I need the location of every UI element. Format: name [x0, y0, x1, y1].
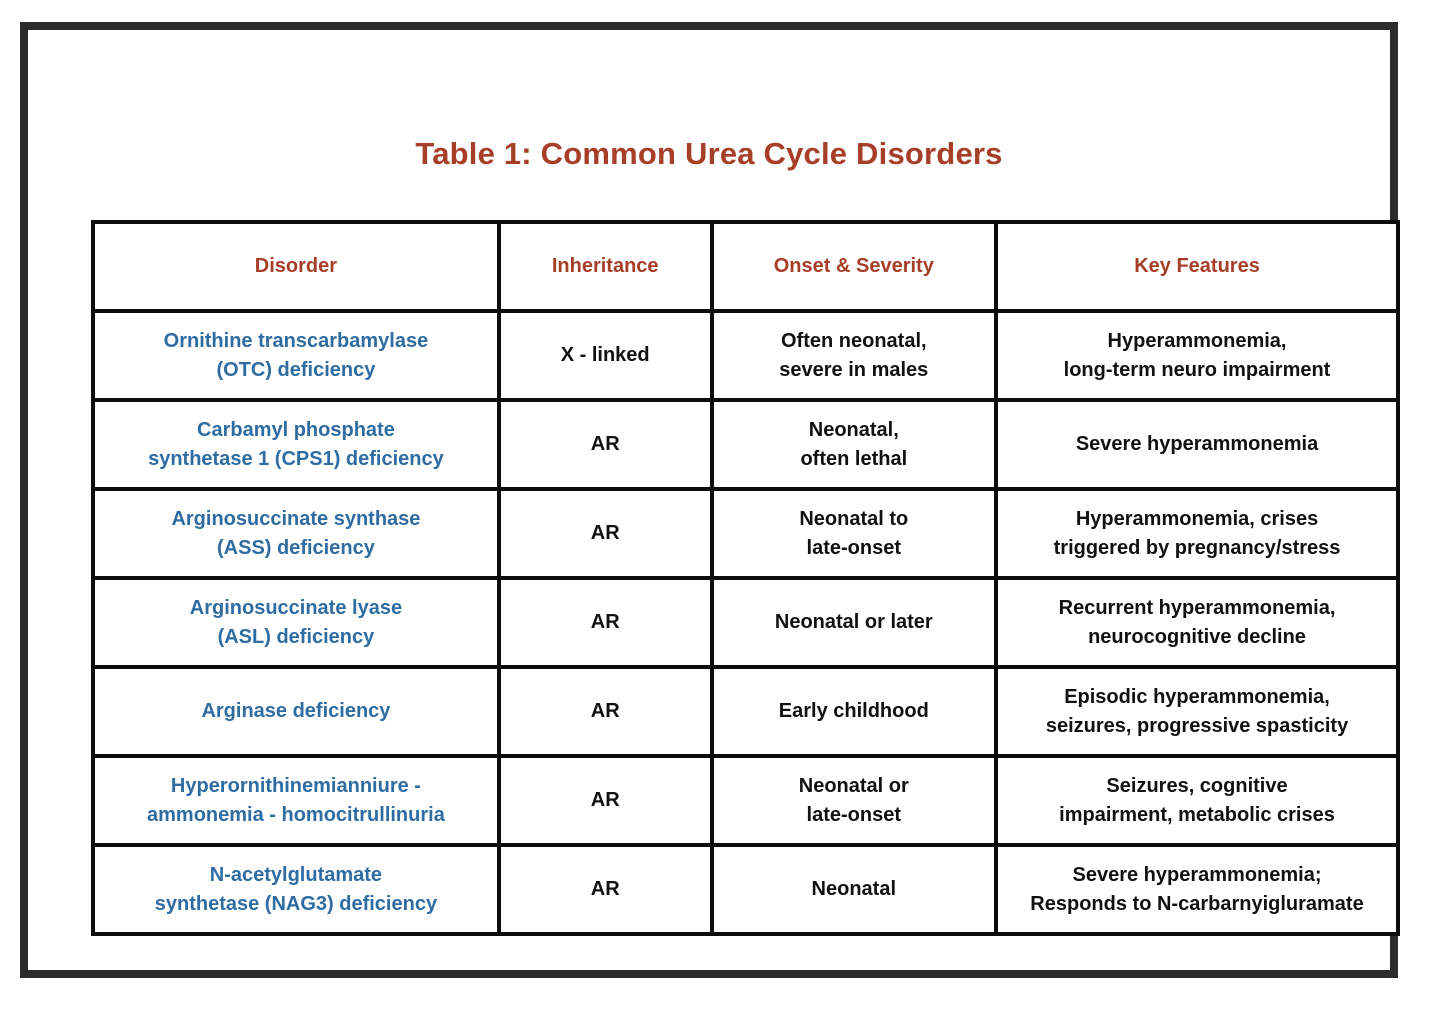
cell-onset-severity: Early childhood — [709, 665, 999, 758]
cell-onset-severity: Neonatal, often lethal — [709, 398, 999, 491]
cell-inheritance: AR — [496, 665, 714, 758]
cell-key-features: Severe hyperammonemia — [994, 398, 1400, 491]
table-row: Carbamyl phosphate synthetase 1 (CPS1) d… — [91, 398, 1400, 491]
cell-onset-severity: Neonatal or late-onset — [709, 754, 999, 847]
outer-frame: Table 1: Common Urea Cycle Disorders Dis… — [20, 22, 1400, 978]
cell-onset-severity: Often neonatal, severe in males — [709, 309, 999, 402]
table-row: N-acetylglutamate synthetase (NAG3) defi… — [91, 843, 1400, 936]
cell-disorder: Ornithine transcarbamylase (OTC) deficie… — [91, 309, 501, 402]
cell-disorder: Carbamyl phosphate synthetase 1 (CPS1) d… — [91, 398, 501, 491]
header-key-features: Key Features — [994, 220, 1400, 313]
header-disorder: Disorder — [91, 220, 501, 313]
header-row: Disorder Inheritance Onset & Severity Ke… — [91, 220, 1400, 313]
cell-onset-severity: Neonatal or later — [709, 576, 999, 669]
cell-key-features: Hyperammonemia, crises triggered by preg… — [994, 487, 1400, 580]
cell-disorder: Arginosuccinate synthase (ASS) deficienc… — [91, 487, 501, 580]
cell-inheritance: X - linked — [496, 309, 714, 402]
cell-inheritance: AR — [496, 487, 714, 580]
cell-key-features: Episodic hyperammonemia, seizures, progr… — [994, 665, 1400, 758]
cell-key-features: Severe hyperammonemia; Responds to N-car… — [994, 843, 1400, 936]
cell-inheritance: AR — [496, 754, 714, 847]
table-row: Ornithine transcarbamylase (OTC) deficie… — [91, 309, 1400, 402]
cell-key-features: Recurrent hyperammonemia, neurocognitive… — [994, 576, 1400, 669]
urea-cycle-disorders-table: Disorder Inheritance Onset & Severity Ke… — [91, 220, 1400, 936]
cell-disorder: N-acetylglutamate synthetase (NAG3) defi… — [91, 843, 501, 936]
table-row: Arginosuccinate lyase (ASL) deficiency A… — [91, 576, 1400, 669]
cell-disorder: Hyperornithinemianniure - ammonemia - ho… — [91, 754, 501, 847]
table-row: Arginosuccinate synthase (ASS) deficienc… — [91, 487, 1400, 580]
header-onset-severity: Onset & Severity — [709, 220, 999, 313]
cell-onset-severity: Neonatal — [709, 843, 999, 936]
cell-inheritance: AR — [496, 843, 714, 936]
cell-key-features: Seizures, cognitive impairment, metaboli… — [994, 754, 1400, 847]
table-row: Arginase deficiency AR Early childhood E… — [91, 665, 1400, 758]
cell-onset-severity: Neonatal to late-onset — [709, 487, 999, 580]
cell-disorder: Arginase deficiency — [91, 665, 501, 758]
cell-inheritance: AR — [496, 398, 714, 491]
table-row: Hyperornithinemianniure - ammonemia - ho… — [91, 754, 1400, 847]
cell-disorder: Arginosuccinate lyase (ASL) deficiency — [91, 576, 501, 669]
cell-key-features: Hyperammonemia, long-term neuro impairme… — [994, 309, 1400, 402]
header-inheritance: Inheritance — [496, 220, 714, 313]
cell-inheritance: AR — [496, 576, 714, 669]
table-title: Table 1: Common Urea Cycle Disorders — [415, 136, 1003, 171]
